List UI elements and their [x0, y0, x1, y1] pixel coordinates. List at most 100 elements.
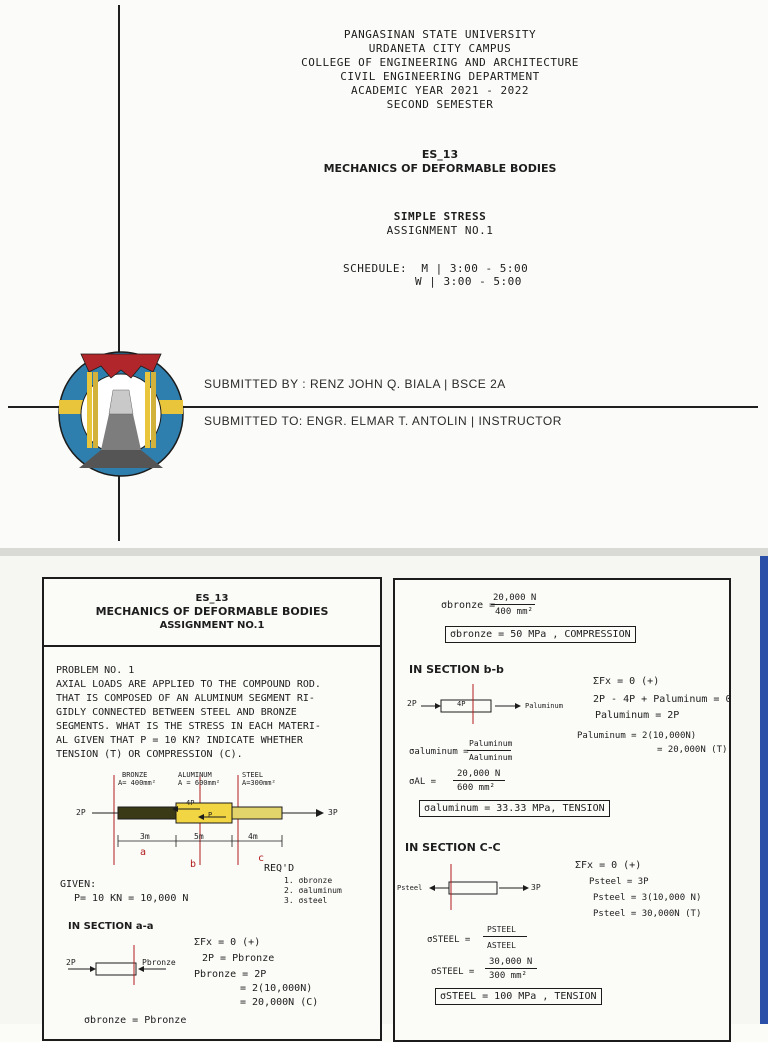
alu-formula-bar [467, 750, 511, 751]
problem-line-6: TENSION (T) OR COMPRESSION (C). [56, 749, 243, 760]
section-b-mark: b [190, 859, 197, 870]
section-a-label: IN SECTION a-a [68, 921, 154, 932]
section-b-eq-4: Paluminum = 2(10,000N) [577, 731, 697, 741]
cover-horizontal-rule [8, 406, 758, 408]
problem-line-3: GIDLY CONNECTED BETWEEN STEEL AND BRONZE [56, 707, 297, 718]
schedule-line-1: SCHEDULE: M | 3:00 - 5:00 [343, 262, 529, 275]
left-solution-box: ES_13 MECHANICS OF DEFORMABLE BODIES ASS… [42, 577, 382, 1041]
steel-area: A=300mm² [242, 779, 276, 787]
section-a-fbd [68, 945, 166, 985]
assignment-number: ASSIGNMENT NO.1 [386, 224, 494, 237]
given-value: P= 10 KN = 10,000 N [74, 893, 189, 904]
section-b-load-2p: 2P [407, 699, 417, 708]
aluminum-label: ALUMINUM [178, 771, 212, 779]
reqd-item-3: 3. σsteel [284, 896, 328, 905]
department-name: CIVIL ENGINEERING DEPARTMENT [340, 70, 540, 83]
section-a-eq-4: = 2(10,000N) [240, 983, 313, 994]
left-code: ES_13 [195, 593, 229, 604]
college-name: COLLEGE OF ENGINEERING AND ARCHITECTURE [301, 56, 579, 69]
section-c-mark: c [258, 853, 265, 864]
submitted-by: SUBMITTED BY : RENZ JOHN Q. BIALA | BSCE… [204, 377, 506, 391]
left-assignment: ASSIGNMENT NO.1 [159, 620, 265, 631]
problem-line-5: AL GIVEN THAT P = 10 KN? INDICATE WHETHE… [56, 735, 303, 746]
submitted-to: SUBMITTED TO: ENGR. ELMAR T. ANTOLIN | I… [204, 414, 562, 428]
steel-result-box: σSTEEL = 100 MPa , TENSION [435, 988, 602, 1005]
section-a-force: Pbronze [142, 958, 176, 967]
steel-formula-bar [483, 936, 527, 937]
course-title: MECHANICS OF DEFORMABLE BODIES [323, 162, 557, 175]
campus-name: URDANETA CITY CAMPUS [368, 42, 512, 55]
problem-line-1: AXIAL LOADS ARE APPLIED TO THE COMPOUND … [56, 679, 321, 690]
section-b-eq-1: ΣFx = 0 (+) [593, 676, 660, 687]
section-c-load-3p: 3P [531, 883, 541, 892]
load-p: P [208, 811, 213, 819]
reqd-label: REQ'D [264, 863, 295, 874]
alu-formula-den: Aaluminum [469, 753, 513, 762]
section-a-load: 2P [66, 958, 76, 967]
load-2p: 2P [76, 808, 86, 817]
academic-year: ACADEMIC YEAR 2021 - 2022 [350, 84, 530, 97]
problem-label: PROBLEM NO. 1 [56, 665, 135, 676]
steel-formula-lhs: σSTEEL = [427, 935, 471, 945]
alu-value-lhs: σAL = [409, 777, 437, 787]
university-name: PANGASINAN STATE UNIVERSITY [343, 28, 537, 41]
steel-value-bar [485, 968, 537, 969]
reqd-item-1: 1. σbronze [284, 876, 333, 885]
steel-label: STEEL [242, 771, 264, 779]
section-a-eq-3: Pbronze = 2P [194, 969, 267, 980]
section-c-fbd [429, 864, 529, 910]
page-gap [0, 548, 768, 556]
steel-value-num: 30,000 N [489, 957, 533, 967]
course-code: ES_13 [421, 148, 459, 161]
schedule-line-2: W | 3:00 - 5:00 [415, 275, 522, 288]
section-a-eq-1: ΣFx = 0 (+) [194, 937, 261, 948]
section-a-mark: a [140, 847, 147, 858]
section-b-load-4p: 4P [457, 700, 466, 708]
page-edge-blue [760, 556, 768, 1024]
alu-value-num: 20,000 N [457, 769, 501, 779]
bronze-eq-den: 400 mm² [495, 607, 533, 617]
section-b-label: IN SECTION b-b [409, 663, 504, 676]
section-c-force: Psteel [397, 884, 423, 892]
section-c-eq-3: Psteel = 3(10,000 N) [593, 893, 702, 903]
given-label: GIVEN: [60, 879, 97, 890]
cover-page: PANGASINAN STATE UNIVERSITY URDANETA CIT… [8, 5, 758, 541]
steel-value-den: 300 mm² [489, 971, 527, 981]
problem-line-2: THAT IS COMPOSED OF AN ALUMINUM SEGMENT … [56, 693, 315, 704]
load-3p: 3P [328, 808, 338, 817]
steel-value-lhs: σSTEEL = [431, 967, 475, 977]
topic-block: SIMPLE STRESS ASSIGNMENT NO.1 [230, 210, 650, 238]
alu-formula-num: Paluminum [469, 739, 513, 748]
topic-title: SIMPLE STRESS [393, 210, 487, 223]
section-c-eq-4: Psteel = 30,000N (T) [593, 909, 702, 919]
section-b-eq-3: Paluminum = 2P [595, 710, 680, 721]
cover-vertical-rule [118, 5, 120, 541]
section-c-eq-1: ΣFx = 0 (+) [575, 860, 642, 871]
alu-value-den: 600 mm² [457, 783, 495, 793]
section-b-eq-2: 2P - 4P + Paluminum = 0 [593, 694, 732, 705]
bronze-fraction-bar [491, 604, 535, 605]
schedule: SCHEDULE: M | 3:00 - 5:00 W | 3:00 - 5:0… [343, 262, 528, 288]
section-a-eq-2: 2P = Pbronze [202, 953, 275, 964]
alu-formula-lhs: σaluminum = [409, 747, 469, 757]
left-title: MECHANICS OF DEFORMABLE BODIES [95, 605, 329, 618]
section-c-label: IN SECTION C-C [405, 841, 501, 854]
semester: SECOND SEMESTER [386, 98, 494, 111]
reqd-item-2: 2. σaluminum [284, 886, 342, 895]
left-header-divider [44, 645, 380, 647]
dim-3m: 3m [140, 832, 150, 841]
load-4p: 4P [186, 799, 195, 807]
alu-result-box: σaluminum = 33.33 MPa, TENSION [419, 800, 610, 817]
bronze-eq-lhs: σbronze = [441, 600, 496, 611]
aluminum-area: A = 600mm² [178, 779, 221, 787]
bronze-area: A= 400mm² [118, 779, 156, 787]
alu-value-bar [453, 780, 505, 781]
cover-header: PANGASINAN STATE UNIVERSITY URDANETA CIT… [230, 28, 650, 112]
bronze-result-box: σbronze = 50 MPa , COMPRESSION [445, 626, 636, 643]
right-solution-box: σbronze = 20,000 N 400 mm² σbronze = 50 … [393, 578, 731, 1042]
bronze-eq-num: 20,000 N [493, 593, 537, 603]
dim-5m: 5m [194, 832, 204, 841]
section-c-eq-2: Psteel = 3P [589, 877, 649, 887]
section-a-eq-5: = 20,000N (C) [240, 997, 319, 1008]
problem-line-4: SEGMENTS. WHAT IS THE STRESS IN EACH MAT… [56, 721, 321, 732]
